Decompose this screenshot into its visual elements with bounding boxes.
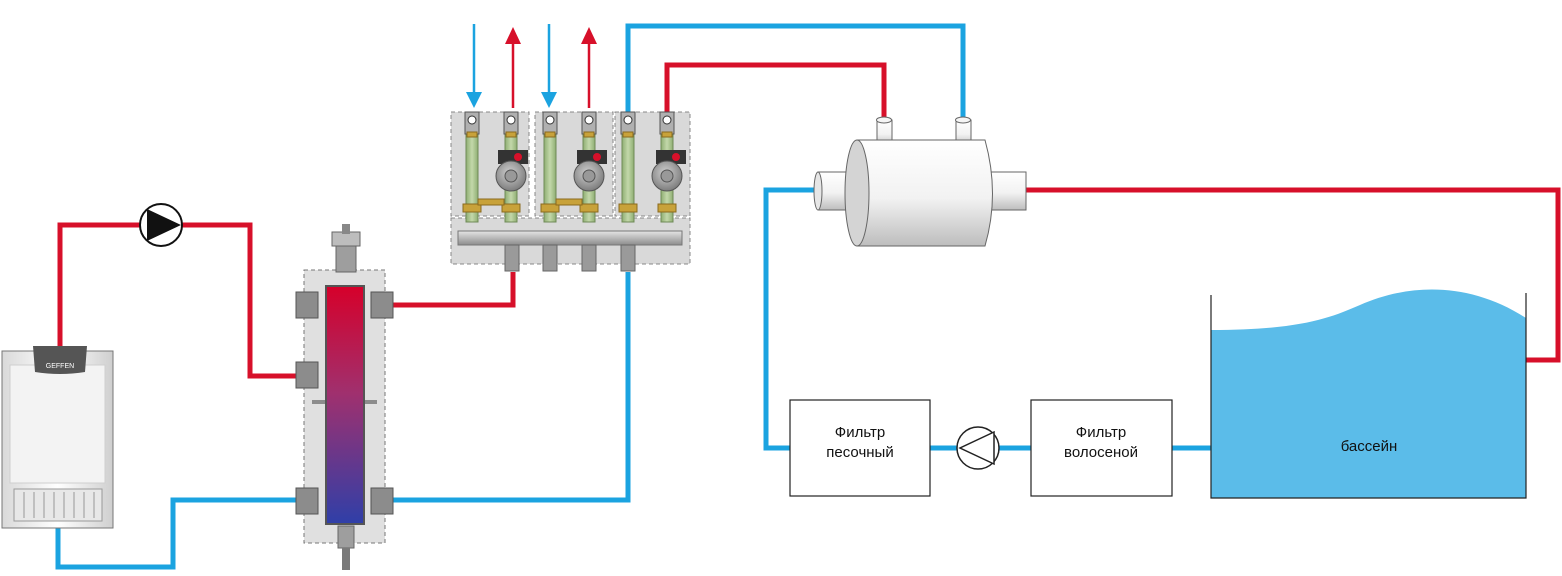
hydraulic-separator — [295, 224, 394, 570]
boiler-vent-grille — [13, 488, 103, 522]
sand-filter: Фильтр песочный — [789, 399, 931, 497]
sand-filter-label-line1: Фильтр — [835, 424, 885, 441]
cold-pipe-boiler-return — [55, 497, 304, 570]
flow-arrows — [466, 24, 597, 108]
pipes — [55, 23, 1561, 570]
hot-supply-arrow-icon — [505, 27, 521, 108]
heat-exchanger-body — [856, 139, 993, 247]
manifold-pump-1 — [495, 150, 528, 192]
cold-return-arrow-icon — [466, 24, 482, 108]
manifold-pump-3 — [651, 150, 686, 192]
cold-return-arrow-icon — [541, 24, 557, 108]
hair-filter-label-line1: Фильтр — [1076, 424, 1126, 441]
manifold-pump-2 — [573, 150, 607, 192]
separator-temperature-column — [325, 285, 365, 525]
hair-filter-label-line2: волосеной — [1064, 444, 1138, 461]
boiler-front-panel — [9, 364, 106, 484]
sand-filter-label-line2: песочный — [826, 444, 893, 461]
hot-supply-arrow-icon — [581, 27, 597, 108]
circulation-pump-icon — [139, 203, 183, 247]
gas-boiler: GEFFEN — [1, 346, 114, 529]
cold-pipe-from-heat-exchanger — [625, 23, 966, 120]
manifold-bar — [457, 230, 683, 246]
hot-pipe-boiler-supply — [57, 222, 304, 379]
swimming-pool: бассейн — [1210, 289, 1527, 499]
hot-pipe-to-collector — [385, 272, 516, 308]
boiler-brand-label: GEFFEN — [46, 363, 74, 370]
distribution-manifold — [450, 111, 691, 272]
pool-label: бассейн — [1341, 438, 1398, 455]
cold-pipe-sand-filter-to-exchanger — [763, 187, 818, 451]
hot-pipe-to-heat-exchanger — [664, 62, 887, 120]
pool-pump-icon — [956, 426, 1000, 470]
cold-pipe-from-collector — [385, 272, 631, 503]
pool-heat-exchanger — [813, 116, 1027, 247]
pool-walls — [1210, 293, 1527, 499]
sand-filter-box — [789, 399, 931, 497]
hot-pipe-to-pool — [1026, 187, 1561, 363]
boiler-top-cap — [33, 346, 87, 374]
pool-water — [1211, 289, 1526, 498]
hair-filter-box — [1030, 399, 1173, 497]
hair-filter: Фильтр волосеной — [1030, 399, 1173, 497]
